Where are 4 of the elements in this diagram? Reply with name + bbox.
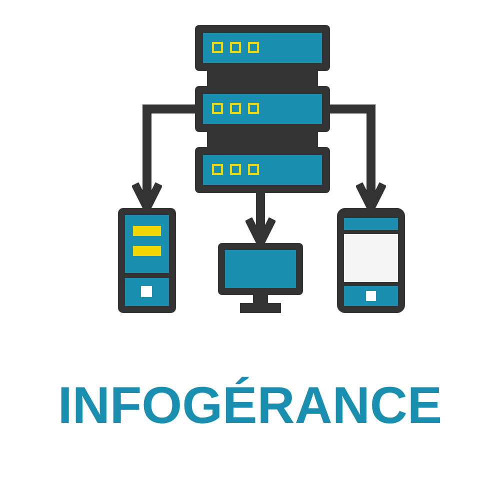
monitor-drawing: [218, 243, 303, 313]
tower-computer-drawing: [118, 208, 176, 313]
smartphone-drawing: [337, 208, 405, 313]
server-rack-drawing: [195, 25, 330, 193]
